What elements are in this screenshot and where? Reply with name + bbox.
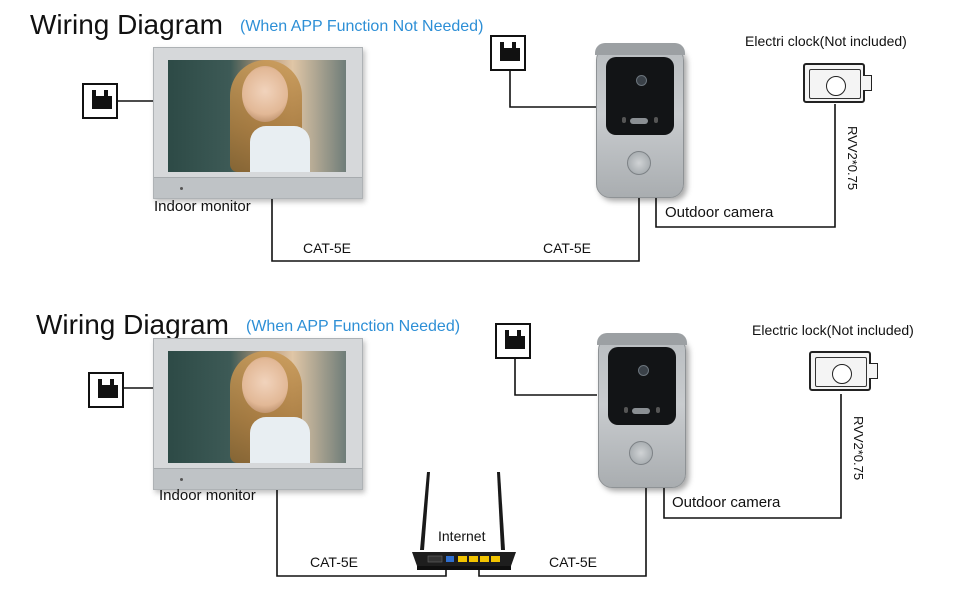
cat5e-label-right: CAT-5E bbox=[549, 554, 597, 570]
lock-cable-label: RVV2*0.75 bbox=[851, 416, 866, 481]
indoor-monitor-image bbox=[153, 47, 363, 199]
outdoor-camera-image bbox=[595, 43, 685, 198]
power-socket-icon bbox=[82, 83, 118, 119]
cat5e-label-right: CAT-5E bbox=[543, 240, 591, 256]
indoor-monitor-image bbox=[153, 338, 363, 490]
electric-lock-image bbox=[803, 63, 872, 103]
section2-title: Wiring Diagram bbox=[36, 309, 229, 340]
cat5e-label-left: CAT-5E bbox=[310, 554, 358, 570]
router-icon bbox=[412, 472, 516, 570]
power-wire-camera-2 bbox=[514, 359, 597, 396]
power-wire-camera-1 bbox=[509, 71, 597, 108]
electric-lock-label: Electri clock(Not included) bbox=[745, 33, 907, 49]
indoor-monitor-label: Indoor monitor bbox=[154, 198, 251, 215]
cat5e-wire-2a bbox=[276, 486, 447, 577]
section1-subtitle: (When APP Function Not Needed) bbox=[240, 18, 484, 35]
power-socket-icon bbox=[88, 372, 124, 408]
outdoor-camera-image bbox=[597, 333, 687, 488]
internet-label: Internet bbox=[438, 528, 486, 544]
section2-subtitle: (When APP Function Needed) bbox=[246, 318, 461, 335]
electric-lock-label: Electric lock(Not included) bbox=[752, 322, 914, 338]
power-socket-icon bbox=[490, 35, 526, 71]
cat5e-wire-1 bbox=[271, 196, 640, 262]
lock-cable-label: RVV2*0.75 bbox=[845, 126, 860, 191]
lock-wire-2 bbox=[663, 394, 842, 519]
cat5e-wire-2b bbox=[478, 486, 647, 577]
section1-title: Wiring Diagram bbox=[30, 9, 223, 40]
power-socket-icon bbox=[495, 323, 531, 359]
lock-wire-1 bbox=[655, 104, 836, 228]
outdoor-camera-label: Outdoor camera bbox=[665, 204, 774, 221]
indoor-monitor-label: Indoor monitor bbox=[159, 487, 256, 504]
outdoor-camera-label: Outdoor camera bbox=[672, 494, 781, 511]
cat5e-label-left: CAT-5E bbox=[303, 240, 351, 256]
electric-lock-image bbox=[809, 351, 878, 391]
